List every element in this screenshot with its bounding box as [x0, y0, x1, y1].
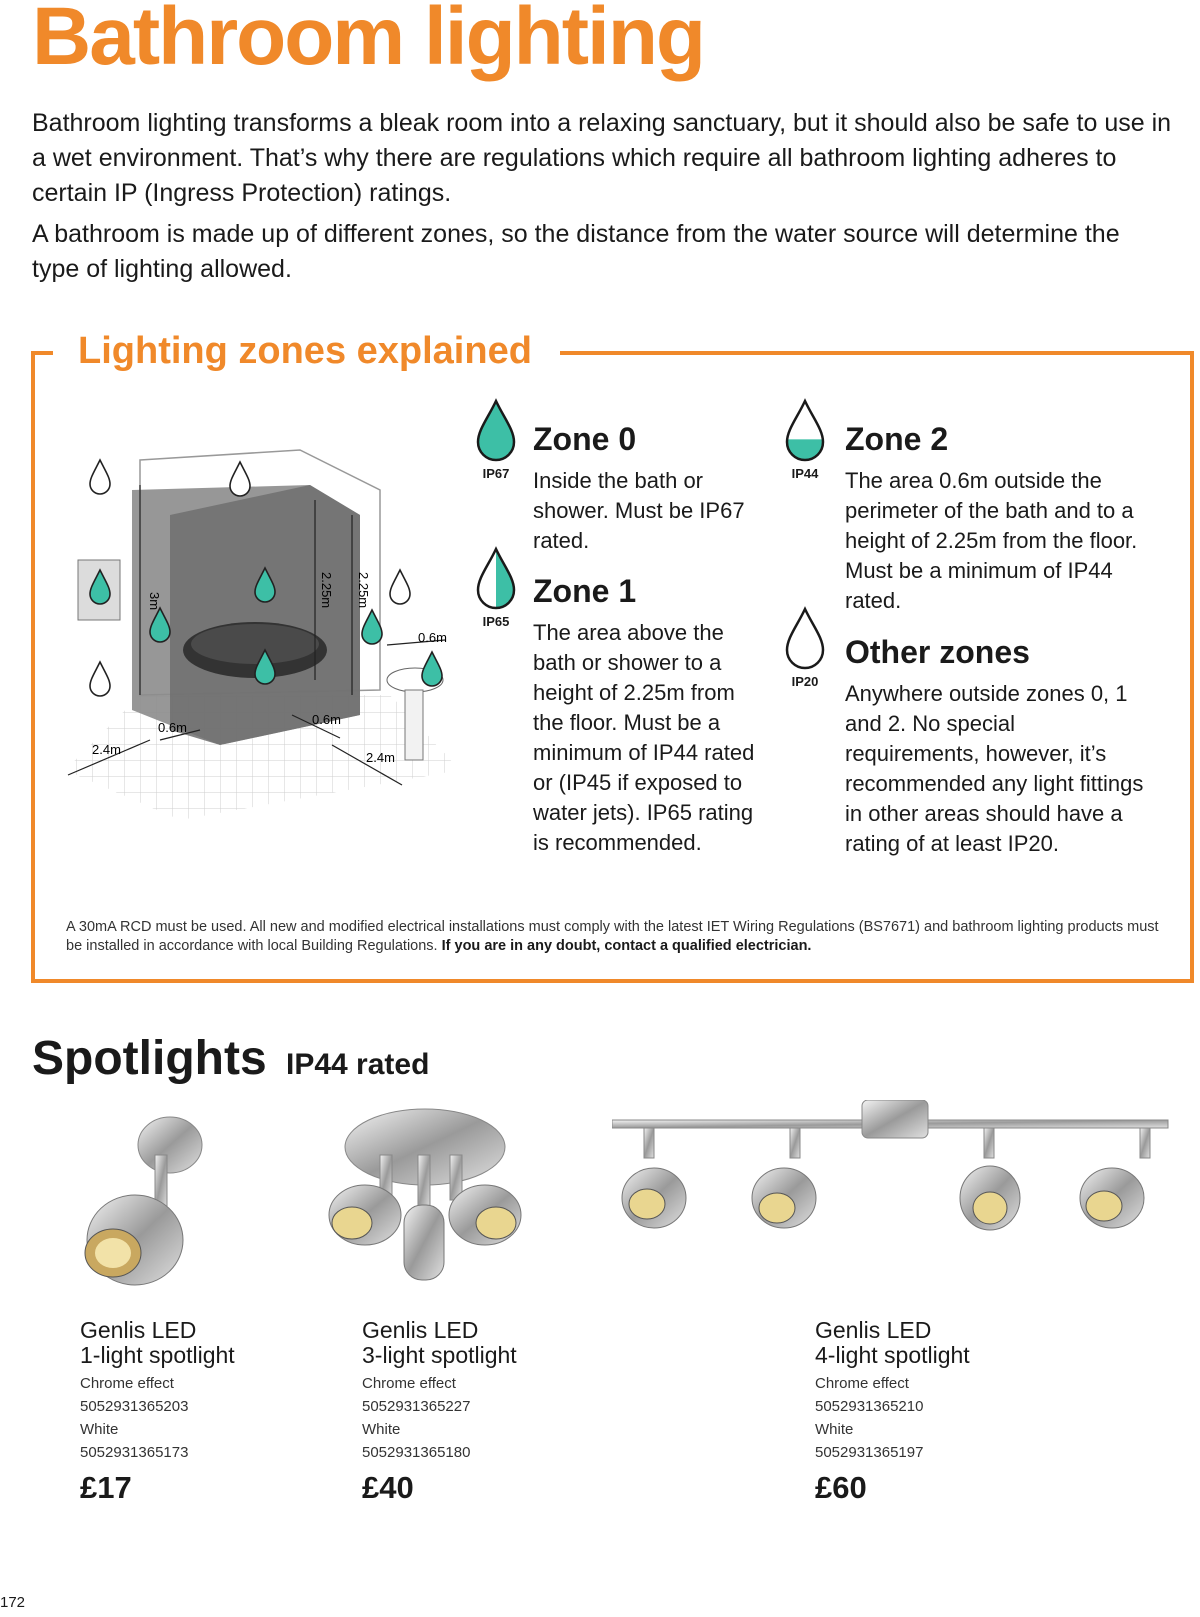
dim-3m: 3m — [147, 592, 162, 610]
product-name: Genlis LED — [362, 1317, 479, 1343]
product-code: 5052931365197 — [815, 1444, 924, 1461]
intro-paragraph-1: Bathroom lighting transforms a bleak roo… — [32, 109, 1172, 207]
zone-1-drop-icon — [476, 546, 516, 610]
product-card-3[interactable]: Genlis LED 3-light spotlight Chrome effe… — [362, 1317, 602, 1505]
zone-drop-icon-filled — [89, 568, 111, 605]
zone-0-ip-label: IP67 — [482, 466, 510, 481]
dim-06-sink: 0.6m — [418, 630, 447, 645]
other-zones-ip-label: IP20 — [791, 674, 819, 689]
product-name: Genlis LED — [80, 1317, 197, 1343]
zone-drop-icon-filled — [149, 606, 171, 643]
zone-1-description: The area above the bath or shower to a h… — [533, 620, 755, 855]
zone-1-ip-label: IP65 — [482, 614, 510, 629]
product-name: Genlis LED — [815, 1317, 932, 1343]
product-name: 1-light spotlight — [80, 1342, 235, 1368]
drop-outline — [785, 606, 825, 670]
drop-outline — [785, 398, 825, 462]
zone-2-ip-label: IP44 — [791, 466, 819, 481]
product-finish: White — [362, 1421, 401, 1438]
footnote-bold: If you are in any doubt, contact a quali… — [441, 938, 812, 954]
zone-drop-icon-outline — [89, 458, 111, 495]
lighting-zones-title: Lighting zones explained — [78, 330, 532, 372]
product-card-4[interactable]: Genlis LED 4-light spotlight Chrome effe… — [815, 1317, 1055, 1505]
zone-drop-icon-filled — [254, 566, 276, 603]
safety-footnote: A 30mA RCD must be used. All new and mod… — [66, 918, 1166, 956]
footnote-text: A 30mA RCD must be used. All new and mod… — [66, 919, 1159, 954]
panel-border-top-right — [560, 351, 1194, 355]
zone-0-heading: Zone 0 — [533, 421, 637, 457]
zone-drop-icon-outline — [389, 568, 411, 605]
zone-drop-icon-filled — [361, 608, 383, 645]
drop-water-fill — [787, 439, 823, 460]
product-price: £60 — [815, 1470, 867, 1505]
page-number: 172 — [0, 1594, 26, 1611]
dim-24-left: 2.4m — [92, 742, 121, 757]
zone-0-volume — [170, 485, 360, 745]
dim-06-front: 0.6m — [312, 712, 341, 727]
intro-paragraph-2: A bathroom is made up of different zones… — [32, 220, 1120, 283]
tiled-floor — [65, 695, 460, 820]
product-image-1-light-spotlight[interactable] — [75, 1115, 215, 1290]
zone-drop-icon-filled — [421, 650, 443, 687]
zone-drop-icon-outline — [229, 460, 251, 497]
zone-0-drop-icon — [476, 398, 516, 462]
other-zones-heading: Other zones — [845, 634, 1030, 670]
zone-drop-icon-outline — [89, 660, 111, 697]
product-finish: White — [815, 1421, 854, 1438]
other-zones-drop-icon — [785, 606, 825, 670]
dim-225-a: 2.25m — [319, 572, 334, 608]
product-finish: Chrome effect — [80, 1375, 174, 1392]
drop-outline — [476, 398, 516, 462]
product-image-3-light-spotlight[interactable] — [320, 1105, 525, 1290]
zone-0-description: Inside the bath or shower. Must be IP67 … — [533, 468, 745, 553]
product-price: £17 — [80, 1470, 132, 1505]
zone-2-drop-icon — [785, 398, 825, 462]
product-code: 5052931365180 — [362, 1444, 471, 1461]
dim-225-b: 2.25m — [356, 572, 371, 608]
product-code: 5052931365210 — [815, 1398, 924, 1415]
product-name: 4-light spotlight — [815, 1342, 970, 1368]
product-code: 5052931365203 — [80, 1398, 189, 1415]
zone-2-heading: Zone 2 — [845, 421, 949, 457]
product-finish: White — [80, 1421, 119, 1438]
drop-outline — [476, 546, 516, 610]
dim-06-left: 0.6m — [158, 720, 187, 735]
zone-1-heading: Zone 1 — [533, 573, 637, 609]
other-zones-description: Anywhere outside zones 0, 1 and 2. No sp… — [845, 681, 1144, 856]
dim-24-front: 2.4m — [366, 750, 395, 765]
panel-border-top-left — [31, 351, 53, 355]
intro-text: Bathroom lighting transforms a bleak roo… — [32, 106, 1172, 293]
spotlights-heading: Spotlights — [32, 1032, 267, 1085]
product-code: 5052931365227 — [362, 1398, 471, 1415]
product-image-4-light-spotlight[interactable] — [612, 1100, 1172, 1250]
product-name: 3-light spotlight — [362, 1342, 517, 1368]
drop-background — [787, 609, 823, 668]
lighting-zones-panel — [31, 351, 1194, 983]
product-code: 5052931365173 — [80, 1444, 189, 1461]
product-card-1[interactable]: Genlis LED 1-light spotlight Chrome effe… — [80, 1317, 320, 1505]
product-price: £40 — [362, 1470, 414, 1505]
product-finish: Chrome effect — [362, 1375, 456, 1392]
spotlights-subheading: IP44 rated — [286, 1048, 430, 1081]
product-finish: Chrome effect — [815, 1375, 909, 1392]
bathroom-zones-diagram: 3m 2.25m 2.25m 0.6m 0.6m 0.6m 2.4m 2.4m — [65, 449, 460, 820]
zone-drop-icon-filled — [254, 648, 276, 685]
zone-2-description: The area 0.6m outside the perimeter of t… — [845, 468, 1138, 613]
page-title: Bathroom lighting — [32, 0, 706, 82]
